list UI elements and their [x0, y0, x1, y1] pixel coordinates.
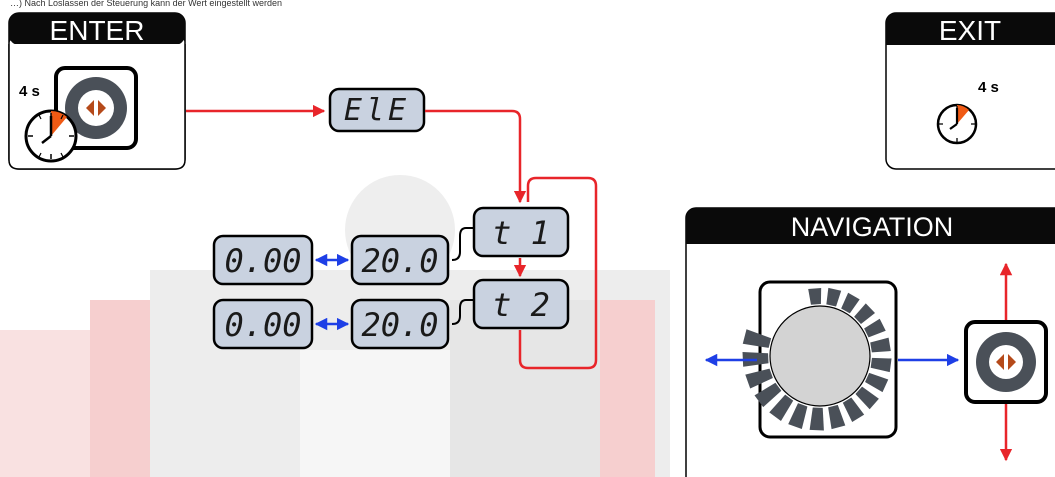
clock-icon [936, 103, 978, 145]
navigation-panel: NAVIGATION [685, 207, 1055, 477]
knob-tick [809, 407, 824, 431]
knob-tick [769, 394, 794, 421]
param-min-text: 0.00 [224, 242, 301, 280]
param-value-display[interactable] [350, 298, 450, 350]
enter-hold-time: 4 s [19, 83, 40, 100]
knob-tick [745, 368, 773, 389]
param-bracket [451, 227, 474, 261]
knob-tick [865, 372, 889, 393]
watermark-background [0, 175, 670, 477]
knob-tick [742, 329, 772, 348]
knob-tick [828, 404, 846, 430]
rotary-knob-icon[interactable] [742, 280, 898, 439]
knob-tick [855, 386, 879, 410]
knob-tick [808, 288, 822, 305]
knob-tick [870, 337, 891, 353]
enter-title: ENTER [50, 15, 145, 46]
param-bracket [451, 299, 474, 325]
clock-icon [24, 109, 78, 163]
knob-tick [788, 403, 808, 429]
header-note: …) Nach Loslassen der Steuerung kann der… [10, 0, 282, 8]
knob-tick [842, 397, 865, 422]
param-name-text: t 2 [492, 286, 550, 324]
loop-back-line [518, 176, 598, 370]
param-value-display[interactable] [350, 234, 450, 286]
exit-hold-time: 4 s [978, 79, 999, 96]
knob-tick [754, 382, 782, 408]
knob-tick [864, 318, 886, 338]
parameter-row-t2: t 2 20.0 0.00 [212, 278, 570, 350]
exit-panel: EXIT 4 s [885, 12, 1055, 170]
param-min-text: 0.00 [224, 306, 301, 344]
knob-tick [854, 303, 876, 324]
knob-tick [841, 292, 860, 314]
parameter-row-t1: t 1 20.0 0.00 [212, 206, 570, 286]
param-value-text: 20.0 [361, 242, 438, 280]
menu-display-text: ElE [344, 93, 410, 128]
menu-display[interactable]: ElE [328, 87, 426, 133]
param-name-text: t 1 [492, 214, 550, 252]
enter-panel: ENTER 4 s [8, 12, 186, 170]
param-min-display[interactable] [212, 298, 314, 350]
exit-title: EXIT [939, 15, 1001, 46]
navigation-title: NAVIGATION [791, 212, 954, 242]
param-value-text: 20.0 [361, 306, 438, 344]
menu-to-params-arrow [425, 109, 527, 204]
param-min-display[interactable] [212, 234, 314, 286]
param-name-display[interactable] [472, 278, 570, 330]
knob-tick [826, 287, 842, 307]
param-name-display[interactable] [472, 206, 570, 258]
knob-button-icon[interactable] [964, 320, 1048, 404]
knob-tick [870, 357, 892, 373]
